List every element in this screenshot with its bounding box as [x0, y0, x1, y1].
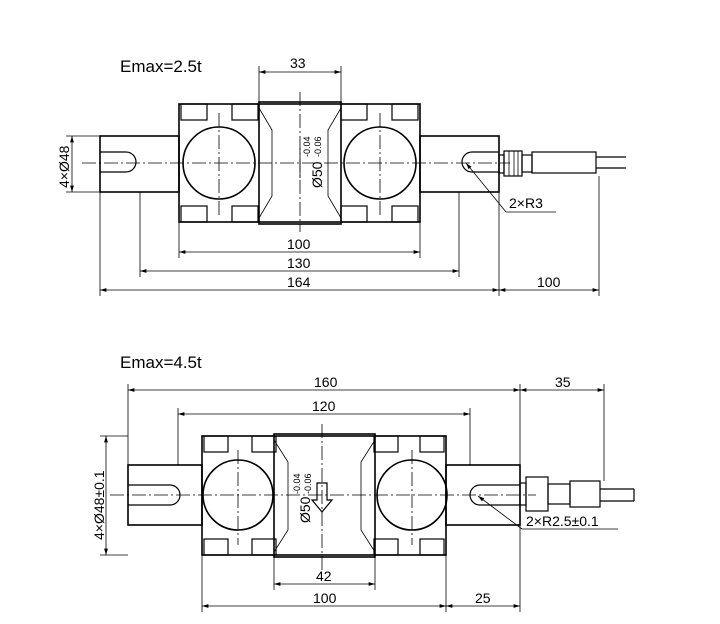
top-dim-100: 100 [287, 236, 311, 252]
svg-text:-0.06: -0.06 [303, 473, 313, 494]
bottom-pad [373, 538, 399, 556]
bottom-diameter-label: Ø50 -0.04 -0.06 [292, 473, 313, 523]
top-dim-33: 33 [290, 55, 306, 71]
top-view: Emax=2.5t [56, 55, 626, 296]
bottom-dim-42: 42 [316, 568, 332, 584]
svg-text:-0.04: -0.04 [292, 473, 302, 494]
bottom-pad [419, 538, 445, 556]
top-dim-164: 164 [287, 274, 311, 290]
bottom-dim-radius: 2×R2.5±0.1 [526, 513, 599, 529]
top-pad [180, 103, 208, 121]
bottom-pad [203, 538, 229, 556]
top-diameter-label: Ø50 -0.04 -0.06 [299, 136, 325, 188]
bottom-pad [419, 435, 445, 453]
bottom-pad [251, 435, 277, 453]
top-right-end-block [419, 135, 500, 193]
svg-text:Ø50: Ø50 [297, 496, 313, 523]
bottom-dim-25: 25 [475, 590, 491, 606]
bottom-cable-gland [519, 476, 635, 512]
top-cable-gland [498, 150, 626, 177]
load-direction-arrow-icon [310, 482, 334, 513]
top-pad [231, 103, 259, 121]
bottom-center-cylinder [273, 433, 376, 558]
top-dim-cable: 100 [537, 274, 561, 290]
svg-text:-0.04: -0.04 [302, 136, 312, 157]
svg-text:-0.06: -0.06 [313, 136, 323, 157]
top-dim-holes: 4×Ø48 [56, 145, 72, 188]
bottom-dim-35: 35 [555, 374, 571, 390]
top-left-end-block [99, 135, 180, 193]
bottom-pad [251, 538, 277, 556]
bottom-cylinder-bevel [273, 439, 376, 553]
bottom-pad [373, 435, 399, 453]
top-pad [340, 205, 368, 223]
bottom-pad [203, 435, 229, 453]
svg-text:Ø50: Ø50 [309, 161, 325, 188]
top-left-slot [100, 151, 137, 173]
top-pad [391, 103, 419, 121]
top-right-slot [461, 151, 499, 173]
top-dim-130: 130 [287, 255, 311, 271]
top-view-title: Emax=2.5t [120, 57, 202, 76]
top-pad [231, 205, 259, 223]
bottom-dim-120: 120 [312, 398, 336, 414]
bottom-main-body [201, 435, 447, 556]
bottom-view-title: Emax=4.5t [120, 353, 202, 372]
bottom-dim-100: 100 [313, 590, 337, 606]
bottom-view: Emax=4.5t [91, 353, 635, 612]
bottom-dim-160: 160 [314, 374, 338, 390]
top-pad [180, 205, 208, 223]
bottom-dim-holes: 4×Ø48±0.1 [91, 470, 107, 540]
top-pad [340, 103, 368, 121]
top-pad [391, 205, 419, 223]
top-dim-radius: 2×R3 [509, 195, 543, 211]
